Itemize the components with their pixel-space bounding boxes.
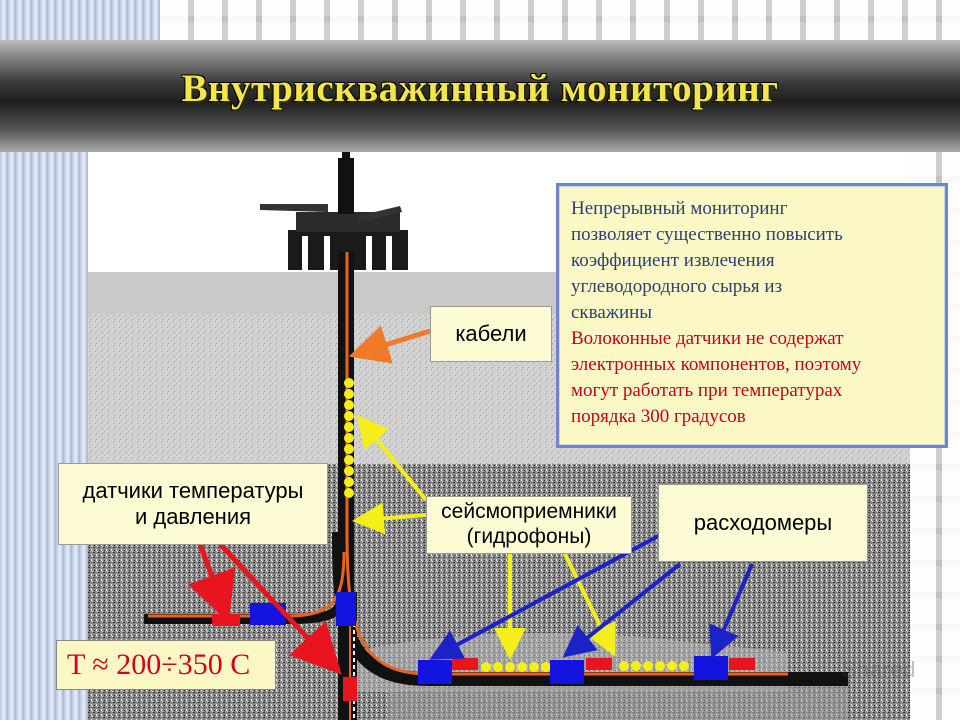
info-line: позволяет существенно повысить [571,224,843,245]
seismic-receivers-label-line1: сейсмоприемники [441,500,617,524]
drilling-platform-icon [260,152,408,270]
slide-title: Внутрискважинный мониторинг [181,67,779,110]
info-blue-text: Непрерывный мониторинг позволяет существ… [571,196,937,326]
info-line: Волоконные датчики не содержат [571,328,844,349]
temperature-sensors-label-line2: и давления [134,504,252,529]
flow-arrow-left [429,532,663,660]
cables-arrow [348,325,431,364]
flowmeter-sensor [550,660,584,684]
info-box: Непрерывный мониторинг позволяет существ… [556,183,948,448]
cables-label-text: кабели [455,321,527,347]
lower-lens [388,681,848,720]
temperature-sensor [586,658,612,670]
info-line: электронных компонентов, поэтому [571,354,862,375]
temp-arrow-right [218,542,342,675]
watermark: Shared [842,657,916,682]
temperature-sensors-label: датчики температуры и давления [58,463,328,545]
info-line: Непрерывный мониторинг [571,198,788,219]
seismic-arrow-upper [356,414,428,502]
seismic-receivers-label: сейсмоприемники (гидрофоны) [426,496,632,554]
title-bar [0,40,960,152]
flowmeter-sensor [418,660,452,684]
temperature-sensor [212,614,240,626]
temperature-formula: T ≈ 200÷350 C [56,640,276,690]
flowmeters-label: расходомеры [658,484,868,562]
info-line: могут работать при температурах [571,380,843,401]
hydrophone-chain-horizontal [481,661,689,672]
info-line: коэффициент извлечения [571,250,775,271]
temperature-sensor [343,677,357,701]
cables-label: кабели [430,306,552,362]
seismic-receivers-label-line2: (гидрофоны) [466,525,592,548]
temperature-sensors-label-line1: датчики температуры [82,478,304,504]
info-line: порядка 300 градусов [571,406,746,427]
horizontal-wellbore [332,532,848,686]
hydrophone-chain-vertical [344,378,354,498]
flow-arrow-right [709,563,754,660]
flowmeter-sensor [336,592,356,626]
seismic-arrow-down-right [562,551,616,657]
fiber-cable-main [345,252,788,676]
flow-arrow-middle [562,562,682,658]
info-line: углеводородного сырья из [571,276,783,297]
info-red-text: Волоконные датчики не содержат электронн… [571,326,937,430]
temperature-sensor [729,658,755,670]
temp-arrow-left [188,543,236,623]
info-line: скважины [571,302,653,323]
temperature-sensor [452,658,478,670]
flowmeter-sensor [694,656,728,680]
flowmeters-label-text: расходомеры [693,510,833,536]
seismic-arrow-middle [352,502,427,535]
